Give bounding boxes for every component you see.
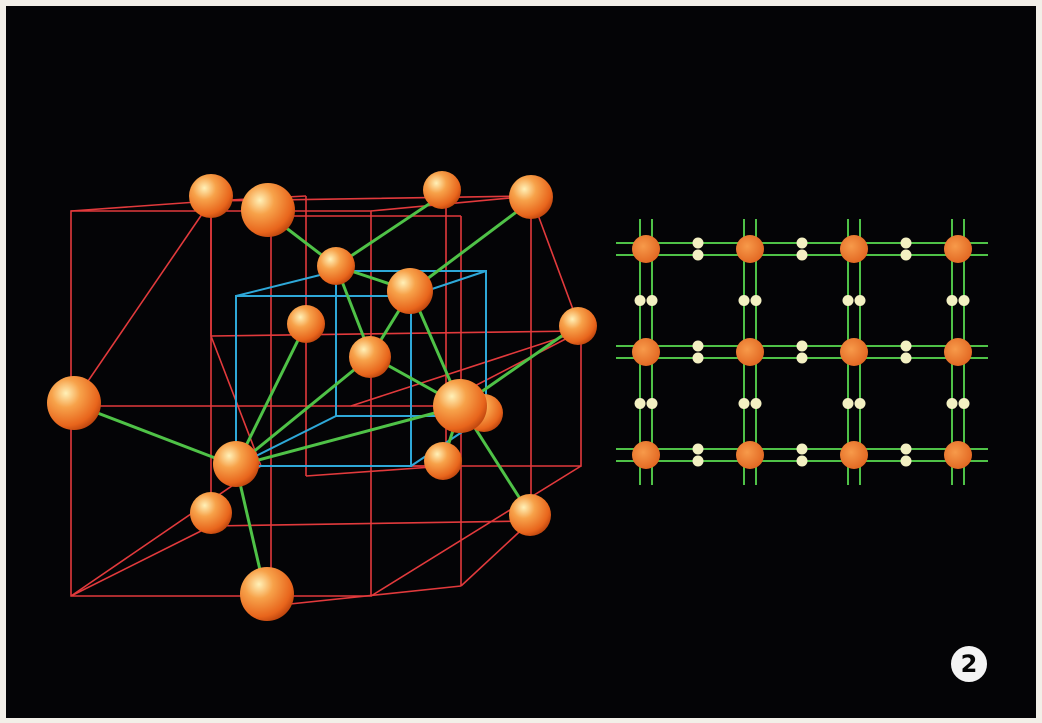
small-atom (796, 455, 808, 467)
small-atom (796, 237, 808, 249)
small-atom (692, 249, 704, 261)
small-atom (692, 237, 704, 249)
small-atom (900, 340, 912, 352)
atom (213, 441, 259, 487)
small-atom (692, 340, 704, 352)
small-atom (900, 443, 912, 455)
lattice-atom (736, 338, 764, 366)
small-atom (634, 295, 646, 306)
atom (509, 175, 553, 219)
lattice-atom (632, 441, 660, 469)
small-atom (946, 398, 958, 409)
atom (509, 494, 551, 536)
atom (189, 174, 233, 218)
small-atom (692, 443, 704, 455)
small-atom (692, 455, 704, 467)
atoms-3d (47, 171, 597, 621)
outer-frame (70, 195, 582, 607)
small-atom (738, 295, 750, 306)
small-atom (946, 295, 958, 306)
atom (423, 171, 461, 209)
atom (241, 183, 295, 237)
lattice-atom (632, 235, 660, 263)
lattice-atom (736, 235, 764, 263)
small-atom (958, 295, 970, 306)
small-atom (900, 249, 912, 261)
small-atom (796, 443, 808, 455)
small-atom (958, 398, 970, 409)
small-atom (854, 295, 866, 306)
small-atom (854, 398, 866, 409)
atom (387, 268, 433, 314)
atom (424, 442, 462, 480)
atom (287, 305, 325, 343)
crystal-lattice-diagram (47, 171, 988, 621)
atom (433, 379, 487, 433)
small-atom (796, 340, 808, 352)
small-atom (900, 237, 912, 249)
atom (47, 376, 101, 430)
lattice-atom (736, 441, 764, 469)
small-atom (634, 398, 646, 409)
atom (190, 492, 232, 534)
small-atom (900, 352, 912, 364)
small-atom (842, 295, 854, 306)
small-atom (646, 295, 658, 306)
figure-plate: 2 (6, 6, 1036, 718)
atom (559, 307, 597, 345)
small-atom (796, 249, 808, 261)
small-atom (738, 398, 750, 409)
small-atom (900, 455, 912, 467)
lattice-atom (944, 441, 972, 469)
atom (317, 247, 355, 285)
lattice-atom (944, 235, 972, 263)
small-atom (750, 398, 762, 409)
lattice-2d (616, 219, 988, 485)
lattice-atom (840, 235, 868, 263)
atom (240, 567, 294, 621)
lattice-atom (840, 338, 868, 366)
small-atom (796, 352, 808, 364)
lattice-atom (944, 338, 972, 366)
small-atom (692, 352, 704, 364)
small-atom (750, 295, 762, 306)
figure-number-badge: 2 (951, 646, 987, 682)
atom (349, 336, 391, 378)
lattice-atom (632, 338, 660, 366)
small-atom (842, 398, 854, 409)
lattice-atom (840, 441, 868, 469)
small-atom (646, 398, 658, 409)
